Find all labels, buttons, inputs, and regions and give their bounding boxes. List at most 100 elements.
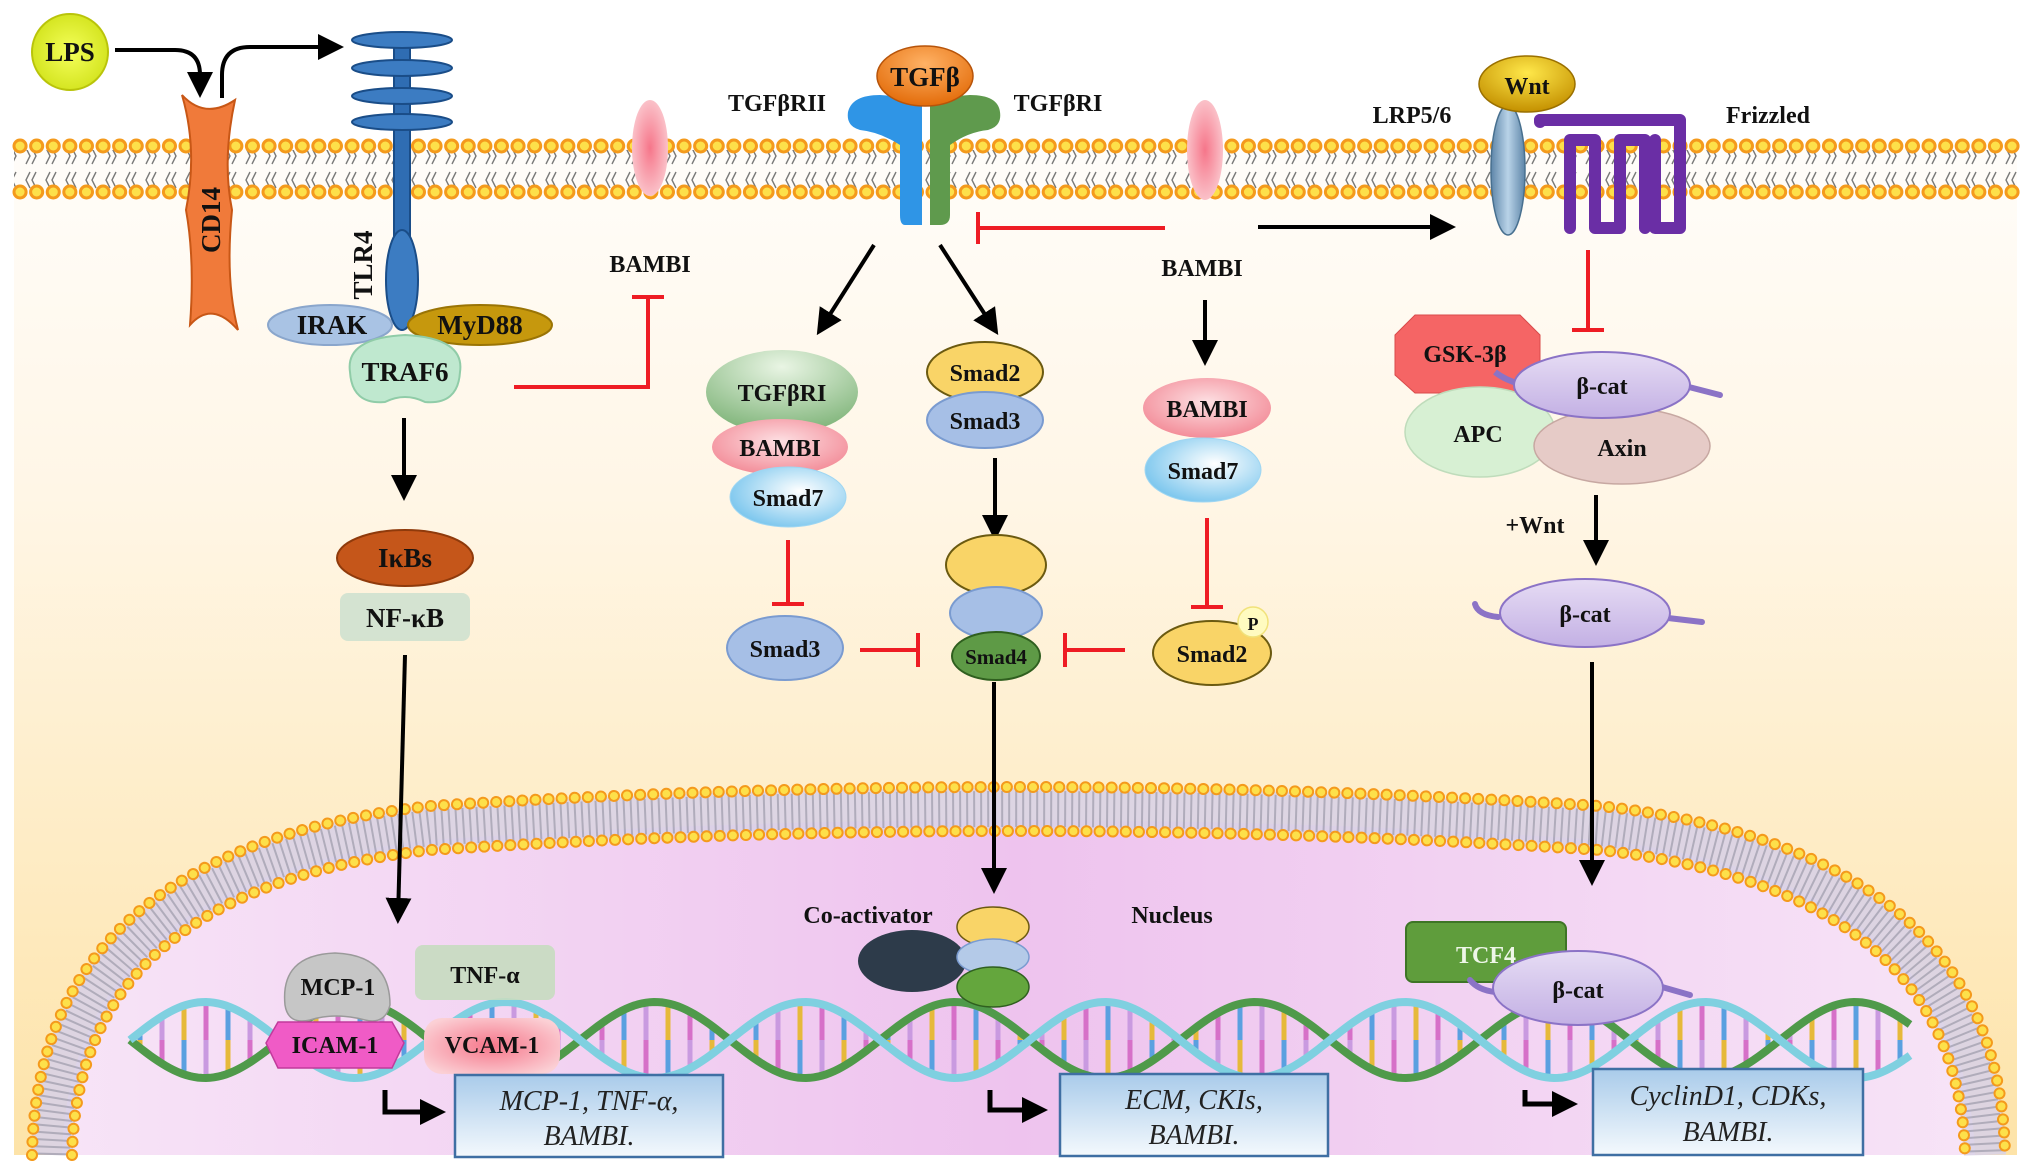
bambi-right-label: BAMBI [1161, 256, 1242, 282]
bcat-tail [1472, 601, 1501, 620]
traf6-label: TRAF6 [362, 357, 449, 387]
traf6-protein [348, 333, 462, 404]
smad3-free-label: Smad3 [750, 637, 821, 663]
phospho-smad2 [1152, 620, 1272, 686]
myd88-protein [407, 304, 553, 346]
complex-smad7-label: Smad7 [753, 486, 824, 512]
tlr4-pathway: LPS CD14 TLR4 IRAK MyD88 TRAF6 [31, 13, 725, 1159]
smad2-label: Smad2 [950, 361, 1021, 387]
wnt-ligand [1478, 55, 1576, 113]
vcam1-label: VCAM-1 [445, 1033, 540, 1059]
bcat-nuclear [1492, 950, 1664, 1026]
lrp56-coreceptor [1490, 104, 1526, 236]
irak-label: IRAK [297, 310, 368, 340]
plasma-membrane [12, 138, 2023, 200]
bcat-nuclear-label: β-cat [1552, 978, 1603, 1004]
bambi-complex-smad7 [1144, 437, 1262, 503]
mcp1-label: MCP-1 [301, 975, 376, 1001]
tgfb-ligand [876, 45, 974, 107]
smad4-label: Smad4 [965, 645, 1027, 669]
lps-molecule [31, 13, 109, 91]
complex-smad7 [729, 466, 847, 528]
tcf4-label: TCF4 [1456, 943, 1516, 969]
tnfa-label: TNF-α [450, 963, 520, 989]
arrow-nfkb-to-nucleus [385, 654, 412, 924]
vcam1-factor [424, 1018, 560, 1074]
wnt-target-genes-line2: BAMBI. [1683, 1117, 1774, 1148]
tgfbr1-receptor [930, 95, 1001, 225]
coactivator-protein [858, 930, 966, 992]
complex-tgfbr1-label: TGFβRI [738, 381, 827, 407]
bambi-complex-bambi [1143, 378, 1271, 438]
nuclear-envelope [26, 781, 2011, 1161]
bcat-bound-label: β-cat [1576, 374, 1627, 400]
gsk3b-label: GSK-3β [1423, 342, 1506, 368]
nfkb-label: NF-κB [366, 603, 444, 633]
icam1-label: ICAM-1 [292, 1033, 379, 1059]
apc-label: APC [1453, 422, 1502, 448]
bambi-right: BAMBI BAMBI Smad7 Smad2 P [1063, 100, 1456, 686]
tlr4-target-genes-line1: MCP-1, TNF-α, [499, 1086, 679, 1117]
tgfb-target-genes-line2: BAMBI. [1149, 1120, 1240, 1151]
bambi-left: BAMBI [609, 100, 691, 278]
ikbs-protein [336, 529, 474, 587]
arrow-receptor-to-smad23 [938, 243, 999, 336]
tlr4-target-genes-line2: BAMBI. [544, 1121, 635, 1152]
frizzled-label: Frizzled [1726, 103, 1811, 129]
bcat-bound [1513, 351, 1691, 419]
transcription-arrow-tlr4 [382, 1090, 446, 1125]
tlr4-receptor [351, 31, 453, 331]
mcp1-factor [283, 952, 391, 1022]
nfkb-protein [340, 593, 470, 641]
cd14-receptor [181, 94, 239, 331]
inhibit-traf6-bambi [514, 297, 650, 389]
wnt-target-genes-line1: CyclinD1, CDKs, [1630, 1081, 1827, 1112]
tgfb-label: TGFβ [890, 62, 960, 92]
phosphate-group [1237, 606, 1269, 638]
axin-label: Axin [1597, 436, 1646, 462]
phosphate-label: P [1248, 614, 1259, 634]
nucleus-label: Nucleus [1131, 903, 1212, 929]
tgfb-pathway: TGFβ TGFβRII TGFβRI TGFβRI BAMBI Smad7 S… [706, 45, 1330, 1158]
wnt-target-genes-box [1591, 1067, 1865, 1157]
arrow-receptor-to-complex [816, 243, 876, 336]
bcat-free [1499, 578, 1671, 648]
myd88-label: MyD88 [437, 310, 522, 340]
wnt-pathway: LRP5/6 Wnt Frizzled GSK-3β APC Axin β-ca… [1373, 55, 1865, 1157]
bcat-tail [1467, 977, 1498, 995]
icam1-factor [265, 1021, 405, 1069]
tnfa-factor [415, 945, 555, 1000]
bambi-left-receptor [632, 100, 668, 196]
tgfb-target-genes-line1: ECM, CKIs, [1124, 1085, 1263, 1116]
complex-tgfbr1 [706, 350, 858, 434]
arrow-cd14-to-tlr4 [220, 34, 344, 98]
bcat-tail [1682, 383, 1723, 398]
transcription-arrow-tgfb [987, 1090, 1048, 1123]
lps-label: LPS [45, 37, 95, 67]
bcat-free-label: β-cat [1559, 602, 1610, 628]
ikbs-label: IκBs [378, 543, 432, 573]
tgfbr2-label: TGFβRII [728, 91, 826, 117]
bcat-tail [1665, 615, 1705, 625]
bambi-right-receptor [1187, 100, 1223, 200]
bambi-left-label: BAMBI [609, 252, 690, 278]
nuclear-smad4 [956, 966, 1030, 1008]
smad3-protein [926, 391, 1044, 449]
smad3-label: Smad3 [950, 409, 1021, 435]
phospho-smad2-label: Smad2 [1177, 642, 1248, 668]
bambi-complex-smad7-label: Smad7 [1168, 459, 1239, 485]
bambi-complex-bambi-label: BAMBI [1166, 397, 1247, 423]
irak-protein [267, 304, 393, 346]
transcription-arrow-wnt [1522, 1090, 1578, 1117]
tgfb-target-genes-box [1058, 1072, 1330, 1158]
wnt-label: Wnt [1504, 74, 1549, 100]
arrow-lps-to-cd14 [115, 48, 213, 98]
smad3-free [726, 615, 844, 681]
plus-wnt-label: +Wnt [1505, 513, 1564, 539]
tlr4-label: TLR4 [348, 230, 378, 299]
tgfbr2-receptor [847, 95, 922, 225]
tgfbr1-label: TGFβRI [1014, 91, 1103, 117]
complex-bambi [712, 419, 848, 475]
